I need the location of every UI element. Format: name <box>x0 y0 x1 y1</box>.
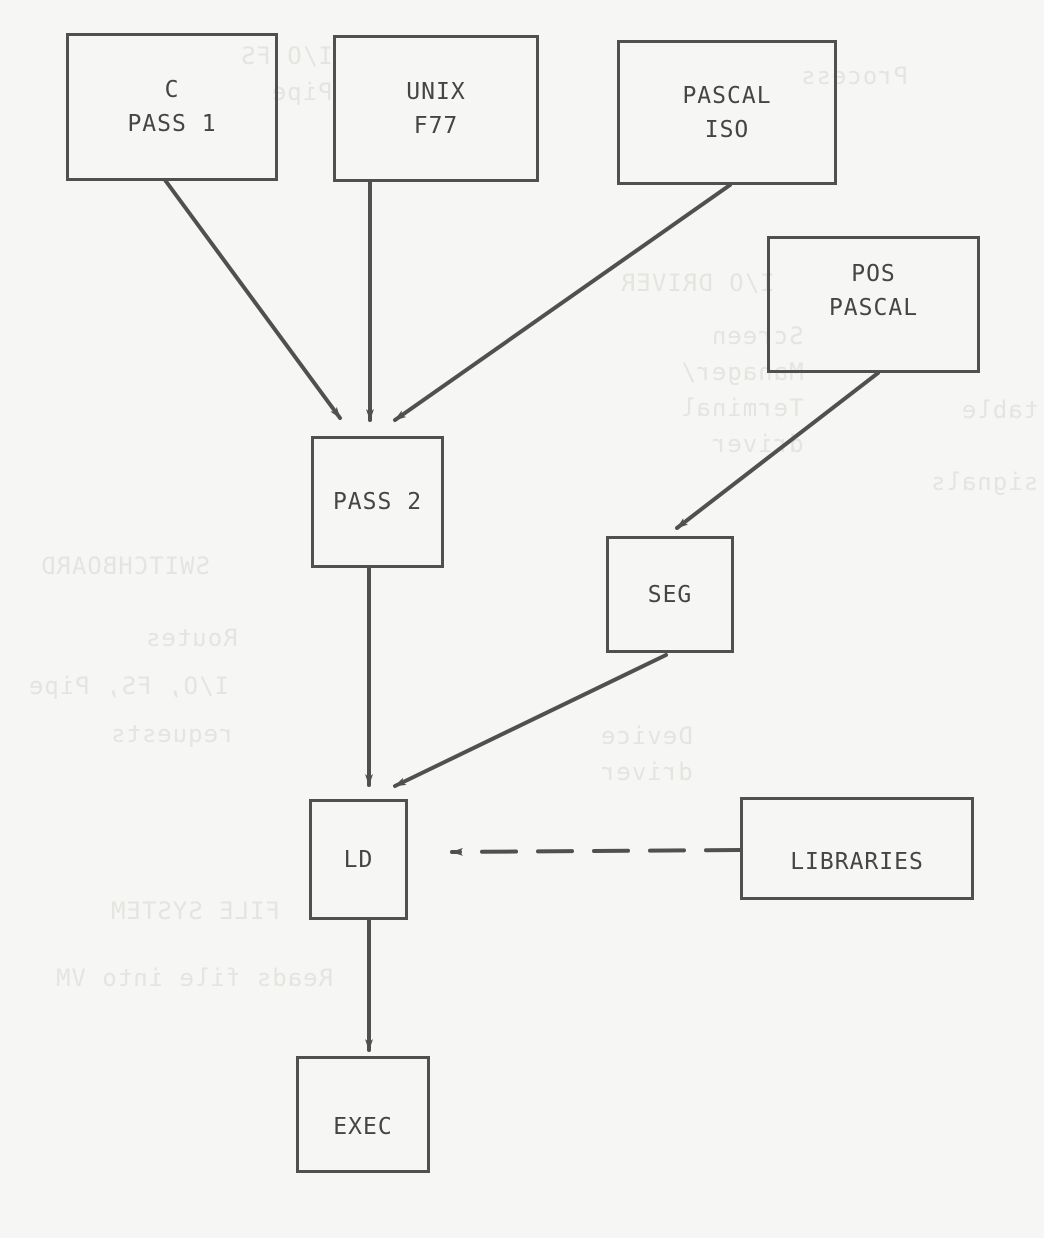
node-pascal-iso: PASCAL ISO <box>617 40 837 185</box>
node-unix-f77: UNIX F77 <box>333 35 539 182</box>
edge-pos-pascal-to-seg <box>675 371 880 530</box>
node-seg: SEG <box>606 536 734 653</box>
node-label: C <box>164 77 180 103</box>
edge-c-pass1-to-pass2 <box>163 178 342 420</box>
node-label: F77 <box>413 112 459 139</box>
node-label: LD <box>343 846 374 873</box>
node-label: ISO <box>704 116 750 143</box>
node-c-pass1: C PASS 1 <box>66 33 278 181</box>
edge-libraries-to-ld <box>450 847 742 856</box>
node-ld: LD <box>309 799 408 920</box>
node-label: SEG <box>647 581 693 608</box>
node-label: PASS 2 <box>332 489 423 515</box>
node-label: PASCAL <box>682 82 772 109</box>
node-exec: EXEC <box>296 1056 430 1173</box>
node-libraries: LIBRARIES <box>740 797 974 900</box>
node-label: PASCAL <box>828 295 919 321</box>
node-label: LIBRARIES <box>790 848 924 875</box>
node-label: POS <box>851 261 896 287</box>
edge-pascal-iso-to-pass2 <box>393 183 732 422</box>
edge-seg-to-ld <box>393 653 668 788</box>
node-label: EXEC <box>333 1113 393 1140</box>
node-pass2: PASS 2 <box>311 436 444 568</box>
node-label: UNIX <box>406 78 466 105</box>
node-label: PASS 1 <box>127 111 217 137</box>
node-pos-pascal: POS PASCAL <box>767 236 980 373</box>
